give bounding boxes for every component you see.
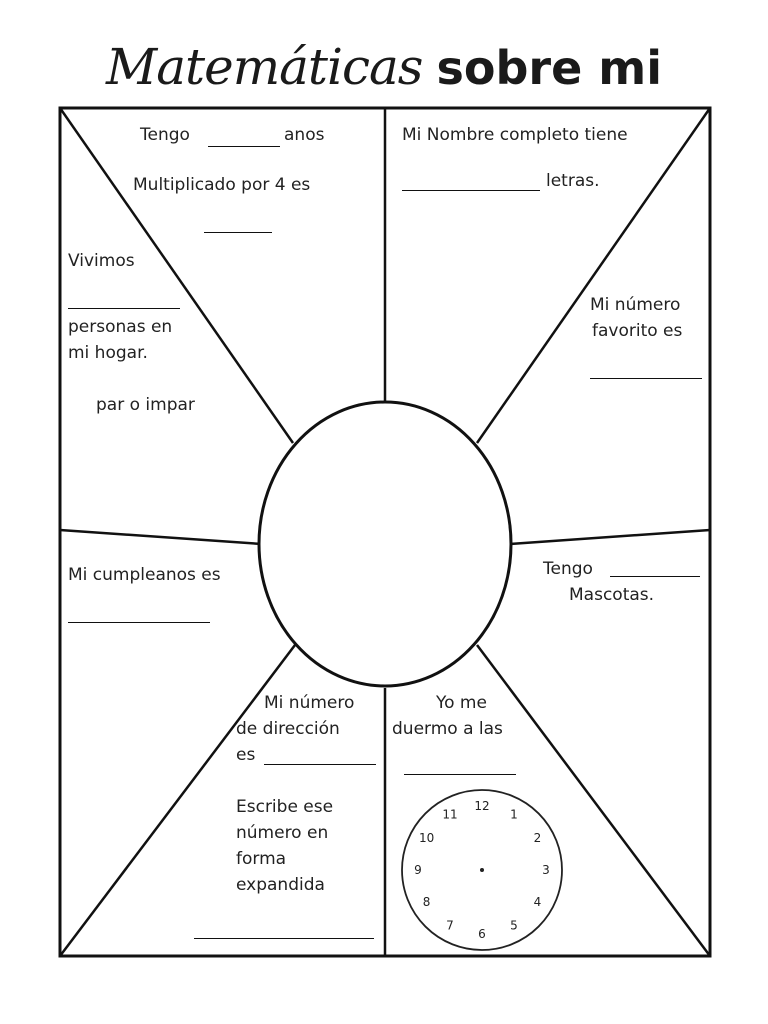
diagonal-bottom-right: [475, 644, 712, 957]
age-blank[interactable]: [208, 146, 280, 147]
diagonal-bottom-left: [59, 644, 296, 957]
address-label-3: es: [236, 745, 256, 765]
clock-number: 9: [414, 863, 422, 877]
clock-face: [401, 789, 563, 951]
name-letters-label: Mi Nombre completo tiene: [402, 125, 628, 145]
household-label-vivimos: Vivimos: [68, 251, 135, 271]
clock-number: 6: [478, 927, 486, 941]
age-multiplied-label: Multiplicado por 4 es: [133, 175, 311, 195]
favorite-number-label-2: favorito es: [592, 321, 683, 341]
household-count-blank[interactable]: [68, 308, 180, 309]
clock-number: 3: [542, 863, 550, 877]
clock-number: 8: [423, 895, 431, 909]
age-times-four-blank[interactable]: [204, 232, 272, 233]
address-label-2: de dirección: [236, 719, 340, 739]
clock-number: 12: [474, 799, 489, 813]
clock-number: 1: [510, 808, 518, 822]
center-circle[interactable]: [257, 400, 513, 688]
household-label-personas: personas en: [68, 317, 173, 337]
divider-right: [509, 528, 711, 546]
clock-number: 2: [534, 831, 542, 845]
bedtime-blank[interactable]: [404, 774, 516, 775]
clock-number: 5: [510, 918, 518, 932]
expanded-form-blank[interactable]: [194, 938, 374, 939]
expanded-form-label-2: número en: [236, 823, 329, 843]
birthday-blank[interactable]: [68, 622, 210, 623]
favorite-number-blank[interactable]: [590, 378, 702, 379]
household-label-hogar: mi hogar.: [68, 343, 148, 363]
title-script-text: Matemáticas: [106, 38, 423, 96]
birthday-label: Mi cumpleanos es: [68, 565, 221, 585]
expanded-form-label-1: Escribe ese: [236, 797, 334, 817]
pets-label-mascotas: Mascotas.: [569, 585, 655, 605]
pets-label-tengo: Tengo: [543, 559, 593, 579]
diagonal-top-right: [475, 107, 712, 444]
name-letters-suffix: letras.: [546, 171, 600, 191]
favorite-number-label-1: Mi número: [590, 295, 681, 315]
expanded-form-label-4: expandida: [236, 875, 325, 895]
age-label-tengo: Tengo: [140, 125, 190, 145]
bedtime-label-2: duermo a las: [392, 719, 503, 739]
bedtime-label-1: Yo me: [436, 693, 487, 713]
clock-number: 7: [446, 918, 454, 932]
clock-center-dot: [480, 868, 484, 872]
divider-left: [59, 528, 263, 546]
title-bold-text: sobre mi: [436, 41, 662, 95]
pets-blank[interactable]: [610, 576, 700, 577]
clock-number: 10: [419, 831, 434, 845]
diagonal-top-left: [58, 107, 295, 444]
clock-number: 4: [534, 895, 542, 909]
household-par-impar: par o impar: [96, 395, 195, 415]
clock-number: 11: [442, 808, 457, 822]
expanded-form-label-3: forma: [236, 849, 287, 869]
name-letters-blank[interactable]: [402, 190, 540, 191]
address-number-blank[interactable]: [264, 764, 376, 765]
age-label-anos: anos: [284, 125, 325, 145]
address-label-1: Mi número: [264, 693, 355, 713]
